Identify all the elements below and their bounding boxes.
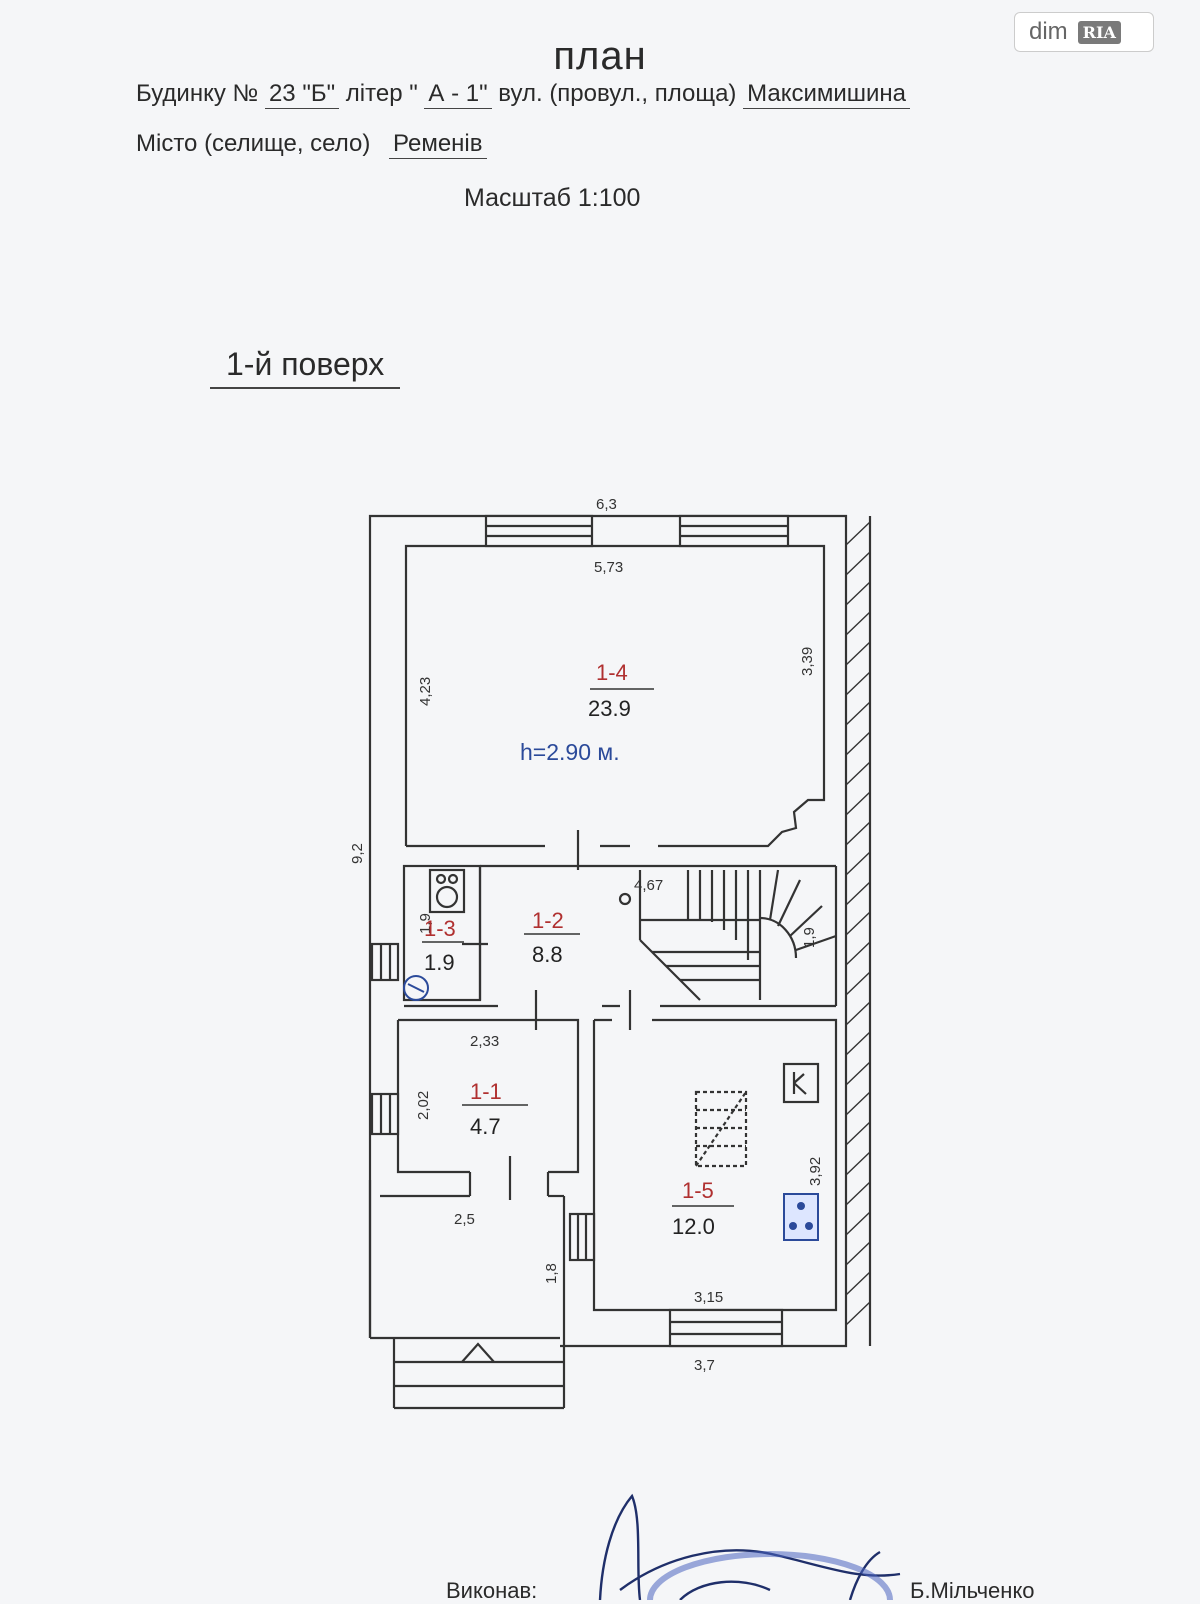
logo-badge: RIA [1077, 20, 1121, 44]
logo-text: dim [1029, 18, 1068, 45]
dim-top-inner: 5,73 [594, 559, 623, 576]
room-id-1-3: 1-3 [424, 916, 456, 941]
performer-name: Б.Мільченко [910, 1578, 1035, 1603]
room-area-1-5: 12.0 [672, 1214, 715, 1239]
dim-room3-height: 1,9 [417, 913, 434, 934]
house-label: Будинку № [136, 80, 259, 107]
stamp [647, 1551, 893, 1600]
room-id-1-4: 1-4 [596, 660, 628, 685]
dim-bottom-outer: 3,7 [694, 1357, 715, 1374]
address-line: Будинку № 23 "Б" літер " А - 1" вул. (пр… [136, 80, 911, 109]
dim-porch-width: 2,5 [454, 1211, 475, 1228]
room-id-1-2: 1-2 [532, 908, 564, 933]
signature [598, 1493, 901, 1600]
dimria-logo[interactable]: dim RIA [1014, 12, 1154, 52]
dim-left-4: 4,23 [417, 677, 434, 706]
dim-room1-height: 2,02 [415, 1091, 432, 1120]
house-number: 23 "Б" [264, 80, 340, 109]
electric-panel-icon [783, 1193, 819, 1241]
liter-label: літер " [345, 80, 418, 107]
street-value: Максимишина [743, 80, 911, 109]
scale-label: Масштаб 1:100 [464, 184, 641, 212]
hatched-wall [845, 521, 871, 1326]
performed-by-label: Виконав: [446, 1578, 538, 1603]
room-area-1-1: 4.7 [470, 1114, 501, 1139]
room-area-1-4: 23.9 [588, 696, 631, 721]
dim-stair-width: 4,67 [634, 877, 663, 894]
document-title: план [553, 34, 647, 78]
dim-room5-height: 3,92 [807, 1157, 824, 1186]
dim-top-outer: 6,3 [596, 496, 617, 513]
room-area-1-2: 8.8 [532, 942, 563, 967]
room-id-1-5: 1-5 [682, 1178, 714, 1203]
boiler-icon [403, 975, 429, 1001]
room-area-1-3: 1.9 [424, 950, 455, 975]
dim-right-4: 3,39 [799, 647, 816, 676]
dim-room5-width: 3,15 [694, 1289, 723, 1306]
dim-porch-height: 1,8 [543, 1263, 560, 1284]
city-line: Місто (селище, село) Ременів [136, 130, 487, 159]
dim-left-outer: 9,2 [349, 843, 366, 864]
dim-room1-width: 2,33 [470, 1033, 499, 1050]
ceiling-height: h=2.90 м. [520, 739, 620, 765]
street-label: вул. (провул., площа) [498, 80, 737, 107]
room-id-1-1: 1-1 [470, 1079, 502, 1104]
floor-label: 1-й поверх [210, 346, 401, 389]
liter-value: А - 1" [424, 80, 492, 109]
city-label: Місто (селище, село) [136, 130, 371, 157]
city-value: Ременів [389, 130, 487, 159]
dim-stair-height: 1,9 [801, 927, 818, 948]
